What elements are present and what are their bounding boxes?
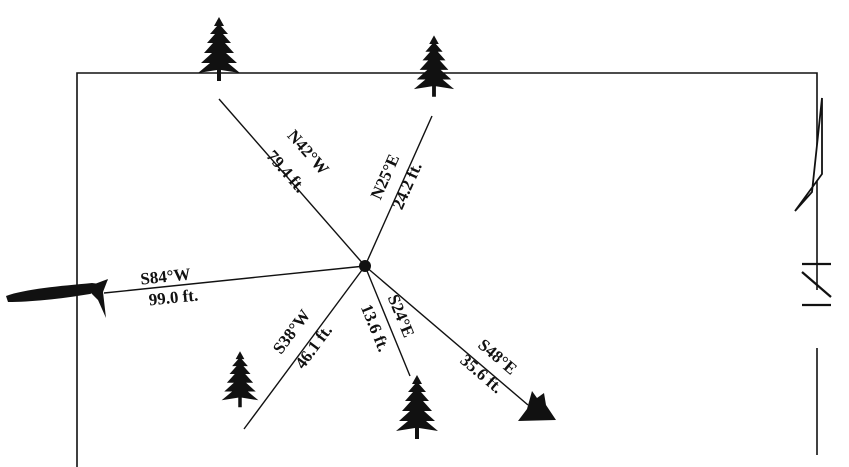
survey-point-icon	[359, 260, 371, 272]
line-n42w	[218, 98, 366, 267]
bearing-lines	[103, 98, 529, 430]
log-icon	[6, 279, 108, 318]
bearing-labels: N42°W 79.4 ft. N25°E 24.2 ft. S84°W 99.0…	[139, 126, 520, 397]
tree-icon	[396, 375, 438, 439]
stump-icon	[518, 391, 556, 421]
label-s24e-distance: 13.6 ft.	[357, 301, 393, 354]
label-s84w-distance: 99.0 ft.	[148, 286, 199, 310]
line-n25e	[364, 115, 433, 267]
tree-icon	[221, 351, 259, 408]
label-s24e-bearing: S24°E	[384, 292, 419, 340]
line-s48e	[364, 265, 529, 406]
north-letter	[801, 262, 832, 307]
line-s24e	[364, 265, 411, 377]
line-s84w	[103, 265, 366, 294]
line-s38w	[243, 265, 366, 430]
tree-icon	[413, 35, 455, 97]
north-arrow-icon	[794, 97, 823, 212]
tree-icon	[198, 17, 240, 81]
